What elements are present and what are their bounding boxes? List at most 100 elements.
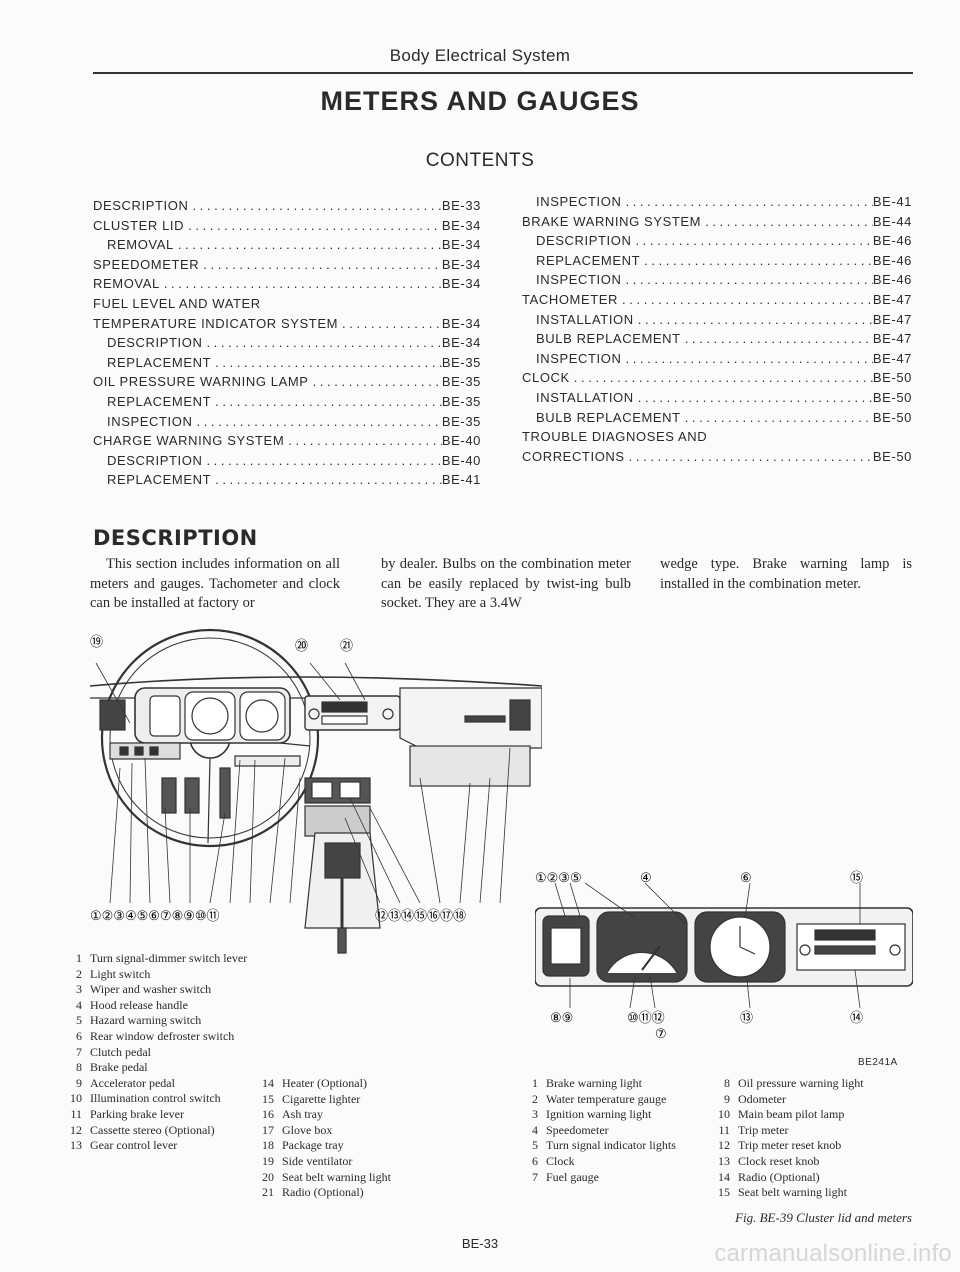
legend-item-number: 19 [262, 1153, 274, 1168]
legend-item-number: 11 [718, 1122, 730, 1137]
legend-item-number: 13 [718, 1153, 730, 1168]
toc-entry-page: BE-35 [441, 374, 481, 390]
toc-entry-label: BULB REPLACEMENT [536, 409, 681, 425]
toc-entry-page: BE-40 [441, 433, 481, 449]
legend-item-number: 10 [718, 1107, 730, 1122]
legend-item-number: 3 [76, 982, 82, 997]
toc-leader-dots [681, 408, 873, 428]
legend-item-number: 5 [532, 1138, 538, 1153]
legend-item-text: Clutch pedal [90, 1044, 151, 1059]
legend-item-text: Gear control lever [90, 1138, 178, 1153]
legend-item-number: 20 [262, 1169, 274, 1184]
legend-item-number: 7 [532, 1169, 538, 1184]
legend-item-text: Cigarette lighter [282, 1091, 361, 1106]
toc-leader-dots [211, 470, 442, 490]
legend-item: 13 Gear control lever [62, 1138, 272, 1154]
toc-entry-label: DESCRIPTION [107, 335, 203, 351]
figure-caption: Fig. BE-39 Cluster lid and meters [735, 1210, 912, 1225]
toc-entry: CLOCKBE-50 [522, 368, 912, 388]
toc-leader-dots [681, 329, 873, 349]
toc-entry: DESCRIPTIONBE-34 [93, 333, 481, 353]
section-heading: DESCRIPTION [93, 526, 258, 550]
cluster-labels-101112: ⑩⑪⑫ [627, 1010, 665, 1025]
toc-entry-label: TEMPERATURE INDICATOR SYSTEM [93, 315, 339, 331]
toc-leader-dots [199, 255, 442, 275]
cluster-label-14: ⑭ [850, 1010, 863, 1025]
toc-leader-dots [570, 368, 873, 388]
toc-leader-dots [211, 392, 442, 412]
label-21: ㉑ [340, 638, 353, 653]
toc-entry-page: BE-46 [872, 233, 912, 249]
toc-entry-label: INSTALLATION [536, 389, 634, 405]
cluster-label-15: ⑮ [850, 870, 863, 885]
toc-leader-dots [309, 372, 442, 392]
toc-entry-page: BE-47 [872, 311, 912, 327]
label-20: ⑳ [295, 638, 308, 653]
toc-entry-label: INSPECTION [107, 413, 193, 429]
toc-entry-label: CORRECTIONS [522, 448, 625, 464]
toc-entry-label: FUEL LEVEL AND WATER [93, 295, 261, 311]
legend-item-text: Wiper and washer switch [90, 982, 212, 997]
legend-item-number: 14 [262, 1076, 274, 1090]
description-column-1: This section includes information on all… [90, 556, 340, 611]
legend-item: 4 Speedometer [518, 1123, 718, 1139]
toc-leader-dots [211, 353, 442, 373]
toc-entry: INSTALLATIONBE-47 [522, 310, 912, 330]
legend-item-text: Brake pedal [90, 1060, 148, 1075]
legend-item-number: 12 [718, 1138, 730, 1153]
toc-leader-dots [188, 196, 441, 216]
legend-item-text: Speedometer [546, 1122, 609, 1137]
legend-item-text: Seat belt warning light [738, 1185, 847, 1200]
toc-entry: DESCRIPTIONBE-33 [93, 196, 481, 216]
legend-item-text: Water temperature gauge [546, 1091, 667, 1106]
legend-item-text: Ash tray [282, 1107, 323, 1122]
legend-item-number: 4 [532, 1122, 538, 1137]
toc-leader-dots [631, 231, 872, 251]
toc-entry-label: BULB REPLACEMENT [536, 331, 681, 347]
toc-entry-label: CHARGE WARNING SYSTEM [93, 433, 285, 449]
legend-item-text: Parking brake lever [90, 1106, 184, 1121]
cluster-label-7: ⑦ [655, 1026, 667, 1038]
figure-code: BE241A [858, 1057, 898, 1068]
legend-item-text: Fuel gauge [546, 1169, 599, 1184]
toc-entry-page: BE-34 [441, 256, 481, 272]
toc-leader-dots [202, 333, 441, 353]
toc-entry-page: BE-47 [872, 331, 912, 347]
toc-leader-dots [640, 251, 873, 271]
legend-item-text: Accelerator pedal [90, 1075, 175, 1090]
legend-item-text: Radio (Optional) [282, 1185, 364, 1200]
toc-leader-dots [284, 431, 442, 451]
toc-entry: CORRECTIONS BE-50 [522, 447, 912, 467]
toc-entry-page: BE-50 [872, 448, 912, 464]
toc-entry-label: INSPECTION [536, 350, 622, 366]
legend-item-text: Trip meter reset knob [738, 1138, 842, 1153]
legend-item-number: 8 [724, 1076, 730, 1090]
toc-entry: REPLACEMENTBE-46 [522, 251, 912, 271]
cluster-label-4: ④ [640, 870, 652, 885]
toc-entry-page: BE-44 [872, 213, 912, 229]
toc-entry-page: BE-34 [441, 315, 481, 331]
legend-item-number: 13 [70, 1138, 82, 1153]
